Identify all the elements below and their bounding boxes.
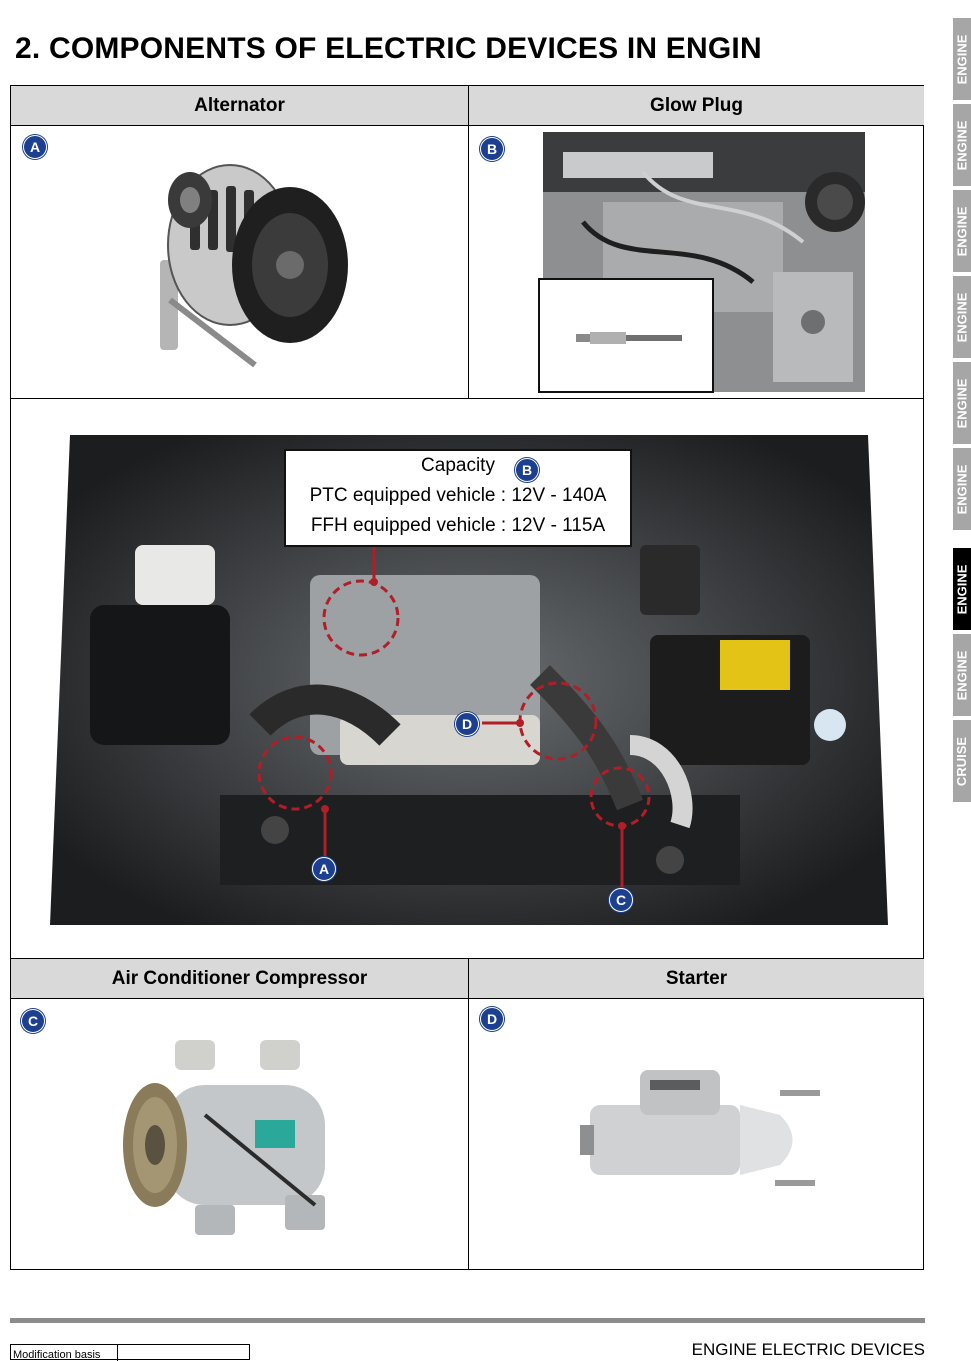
modification-basis-label: Modification basis — [13, 1349, 101, 1361]
callout-line1: PTC equipped vehicle : 12V - 140A — [309, 485, 607, 506]
side-tab-label: ENGINE — [954, 464, 970, 514]
side-tab-strip: ENGINE ENGINE ENGINE ENGINE ENGINE ENGIN… — [953, 0, 971, 1357]
side-tab-engine-8[interactable]: ENGINE — [953, 634, 971, 716]
divider-bottom — [468, 958, 469, 1270]
callout-line2: FFH equipped vehicle : 12V - 115A — [310, 515, 606, 536]
capacity-callout: Capacity PTC equipped vehicle : 12V - 14… — [284, 449, 632, 547]
divider-top — [468, 86, 469, 398]
page-title: 2. COMPONENTS OF ELECTRIC DEVICES IN ENG… — [15, 32, 762, 65]
side-tab-label: ENGINE — [954, 650, 970, 700]
side-tab-engine-6[interactable]: ENGINE — [953, 448, 971, 530]
side-tab-label: CRUISE — [954, 736, 970, 786]
side-tab-label: ENGINE — [954, 120, 970, 170]
header-ac-label: Air Conditioner Compressor — [111, 967, 368, 989]
side-tab-engine-2[interactable]: ENGINE — [953, 104, 971, 186]
header-alternator: Alternator — [11, 86, 468, 126]
badge-d: D — [480, 1007, 504, 1031]
header-starter-label: Starter — [665, 967, 728, 989]
callout-title: Capacity — [421, 455, 495, 476]
engine-label-d: D — [455, 712, 479, 736]
side-tab-label: ENGINE — [954, 378, 970, 428]
side-tab-label: ENGINE — [954, 564, 970, 614]
components-table — [10, 85, 924, 1270]
header-glow-plug: Glow Plug — [469, 86, 924, 126]
modification-basis-box: Modification basis — [10, 1344, 250, 1361]
starter-image — [580, 1070, 820, 1186]
divider-row2 — [11, 958, 924, 959]
callout-badge-b: B — [515, 458, 539, 482]
side-tab-engine-4[interactable]: ENGINE — [953, 276, 971, 358]
side-tab-engine-active[interactable]: ENGINE — [953, 548, 971, 630]
footer-rule — [10, 1318, 925, 1323]
engine-label-c: C — [609, 888, 633, 912]
side-tab-engine-1[interactable]: ENGINE — [953, 18, 971, 100]
badge-c: C — [21, 1009, 45, 1033]
alternator-image — [160, 164, 348, 368]
modification-basis-divider — [117, 1345, 118, 1361]
side-tab-label: ENGINE — [954, 34, 970, 84]
side-tab-engine-5[interactable]: ENGINE — [953, 362, 971, 444]
engine-bay-image — [50, 425, 888, 925]
side-tab-engine-3[interactable]: ENGINE — [953, 190, 971, 272]
badge-b: B — [480, 137, 504, 161]
header-alternator-label: Alternator — [194, 94, 285, 116]
divider-row1 — [11, 398, 924, 399]
callout-title-row: Capacity — [286, 451, 630, 481]
side-tab-cruise[interactable]: CRUISE — [953, 720, 971, 802]
glow-plug-inset — [538, 278, 714, 393]
header-starter: Starter — [469, 959, 924, 999]
ac-compressor-image — [123, 1040, 325, 1235]
side-tab-label: ENGINE — [954, 206, 970, 256]
side-tab-label: ENGINE — [954, 292, 970, 342]
footer-section-title: ENGINE ELECTRIC DEVICES — [691, 1340, 925, 1359]
header-ac-compressor: Air Conditioner Compressor — [11, 959, 468, 999]
engine-label-a: A — [312, 857, 336, 881]
glow-plug-part-image — [576, 332, 682, 344]
header-glow-plug-label: Glow Plug — [650, 94, 743, 116]
badge-a: A — [23, 135, 47, 159]
